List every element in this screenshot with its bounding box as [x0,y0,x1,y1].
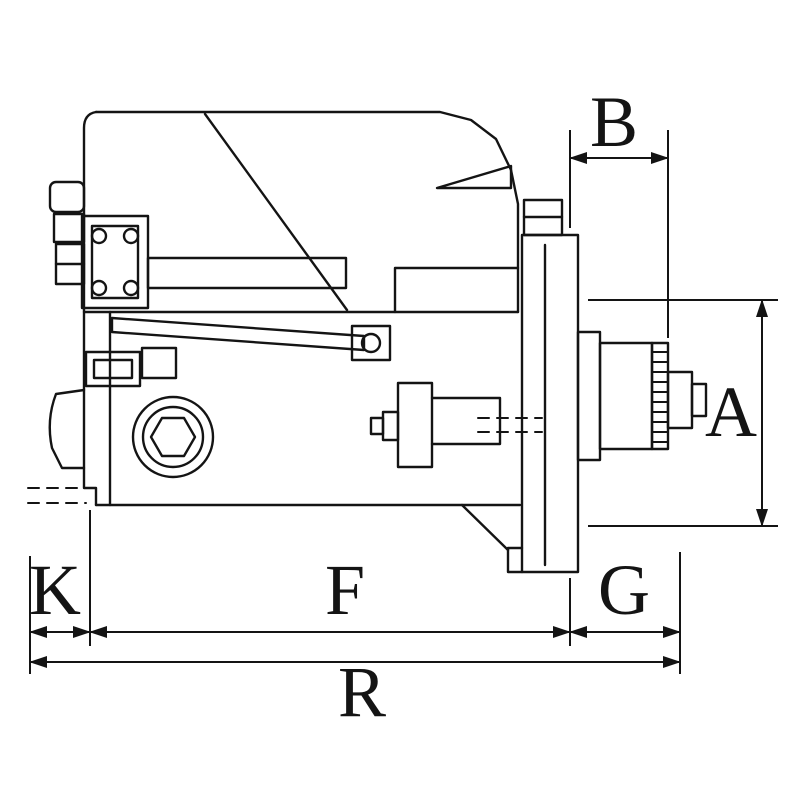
dim-label-r: R [338,652,386,732]
terminal-bar [146,256,348,290]
dimension-k-f-g-r: K F G R [29,510,681,732]
bearing-block [369,381,543,469]
dim-label-a: A [705,372,757,452]
clamp-detail [84,346,178,388]
collar [576,330,602,462]
gear-teeth [650,341,670,451]
dim-label-k: K [29,550,81,630]
mounting-flange [460,198,580,574]
shaft [666,370,694,430]
shaft-end-cap [690,382,708,418]
dim-label-b: B [590,82,638,162]
dimension-a: A [588,299,778,527]
wedge-tab [435,164,513,190]
gusset [460,503,510,552]
mount-ear [48,388,86,470]
dimension-b: B [569,82,669,338]
hex-bolt [131,395,215,479]
left-side-tabs [48,180,86,470]
pinion-gear-assembly [576,330,708,462]
through-bolt-brace [110,316,392,362]
gear-body [598,341,654,451]
hidden-shaft-lines [477,417,543,433]
dim-label-g: G [598,550,650,630]
dim-label-f: F [325,550,365,630]
motor-housing [82,110,522,507]
terminal-bracket [80,214,348,310]
hidden-foot-lines [27,487,87,504]
